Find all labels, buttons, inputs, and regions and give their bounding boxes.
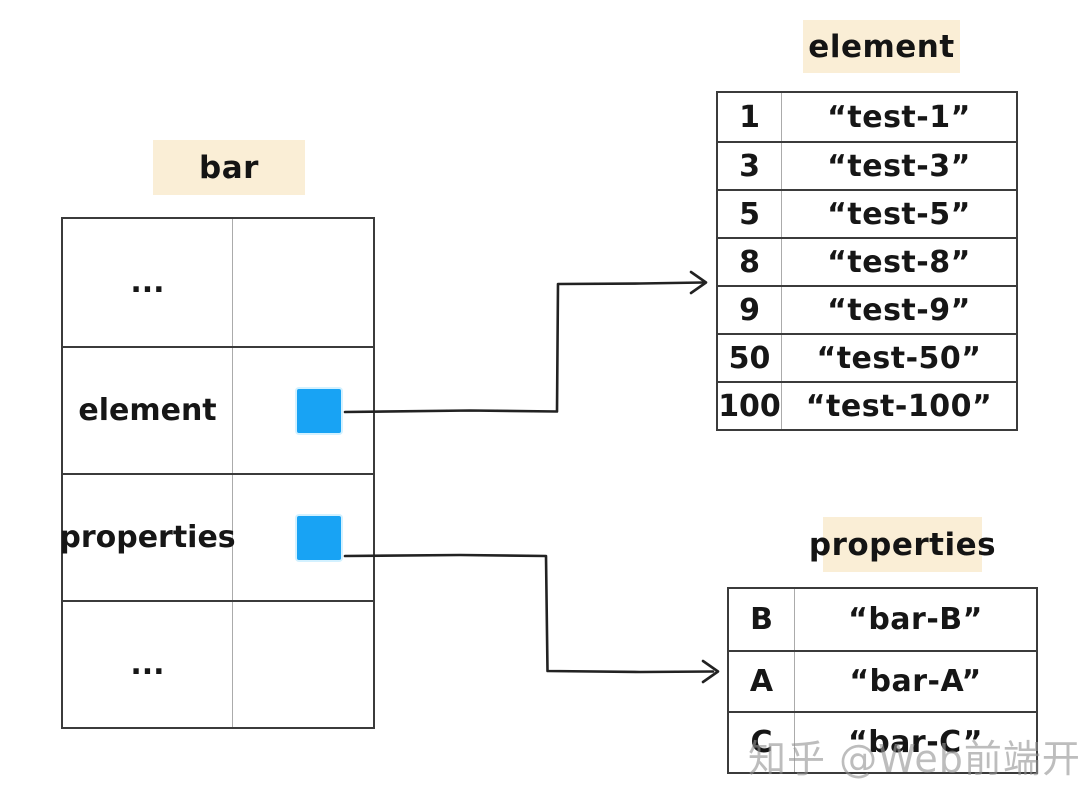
properties-pointer-arrowhead <box>701 659 720 684</box>
element-key-cell: 1 <box>718 93 782 141</box>
element-key-cell: 50 <box>718 335 782 381</box>
properties-table: B “bar-B” A “bar-A” C “bar-C” <box>727 587 1038 774</box>
element-table: 1 “test-1” 3 “test-3” 5 “test-5” 8 “test… <box>716 91 1018 431</box>
element-table-row: 100 “test-100” <box>718 381 1016 429</box>
bar-object-field-value <box>233 602 373 727</box>
bar-object-field-label: ... <box>63 219 233 346</box>
element-key-cell: 8 <box>718 239 782 285</box>
element-key-cell: 5 <box>718 191 782 237</box>
bar-object-row: ... <box>63 600 373 727</box>
element-table-title-text: element <box>808 28 955 65</box>
element-pointer-arrowhead <box>689 270 708 295</box>
element-table-row: 8 “test-8” <box>718 237 1016 285</box>
element-value-cell: “test-100” <box>805 388 993 424</box>
element-table-row: 3 “test-3” <box>718 141 1016 189</box>
bar-object-field-label: properties <box>59 475 236 600</box>
pointer-square <box>297 388 341 433</box>
pointer-square <box>297 515 341 560</box>
bar-object-field-value <box>233 475 373 600</box>
properties-table-title: properties <box>809 517 996 572</box>
properties-value-cell: “bar-A” <box>849 664 982 699</box>
element-value-cell: “test-3” <box>827 148 971 184</box>
element-key-cell: 3 <box>718 143 782 189</box>
properties-table-row: B “bar-B” <box>729 589 1036 650</box>
element-value-cell: “test-9” <box>827 292 971 328</box>
element-table-title: element <box>803 20 960 73</box>
bar-object-row: ... <box>63 219 373 346</box>
bar-object-field-value <box>233 348 373 473</box>
properties-table-row: A “bar-A” <box>729 650 1036 711</box>
properties-key-cell: B <box>729 589 795 650</box>
properties-key-cell: C <box>729 713 795 772</box>
bar-object-field-label: element <box>63 348 233 473</box>
element-value-cell: “test-5” <box>827 196 971 232</box>
properties-value-cell: “bar-B” <box>848 602 983 637</box>
properties-table-row: C “bar-C” <box>729 711 1036 772</box>
element-key-cell: 100 <box>718 383 782 429</box>
watermark: 知乎 @Web前端开发 <box>748 737 1080 781</box>
bar-object-row: element <box>63 346 373 473</box>
properties-pointer-arrow <box>343 553 715 674</box>
properties-table-title-text: properties <box>808 526 997 563</box>
element-table-row: 1 “test-1” <box>718 93 1016 141</box>
bar-object-field-value <box>233 219 373 346</box>
element-table-row: 9 “test-9” <box>718 285 1016 333</box>
element-value-cell: “test-50” <box>816 340 982 376</box>
bar-object-field-label: ... <box>63 602 233 727</box>
bar-object-title-text: bar <box>199 149 259 186</box>
bar-object-table: ... element properties ... <box>59 217 375 729</box>
element-key-cell: 9 <box>718 287 782 333</box>
bar-object-row: properties <box>59 473 373 600</box>
element-table-row: 50 “test-50” <box>718 333 1016 381</box>
properties-value-cell: “bar-C” <box>847 725 983 760</box>
element-value-cell: “test-8” <box>827 244 971 280</box>
element-value-cell: “test-1” <box>827 99 971 135</box>
element-pointer-arrow <box>343 281 705 414</box>
bar-object-title: bar <box>153 140 305 195</box>
element-table-row: 5 “test-5” <box>718 189 1016 237</box>
properties-key-cell: A <box>729 652 795 711</box>
